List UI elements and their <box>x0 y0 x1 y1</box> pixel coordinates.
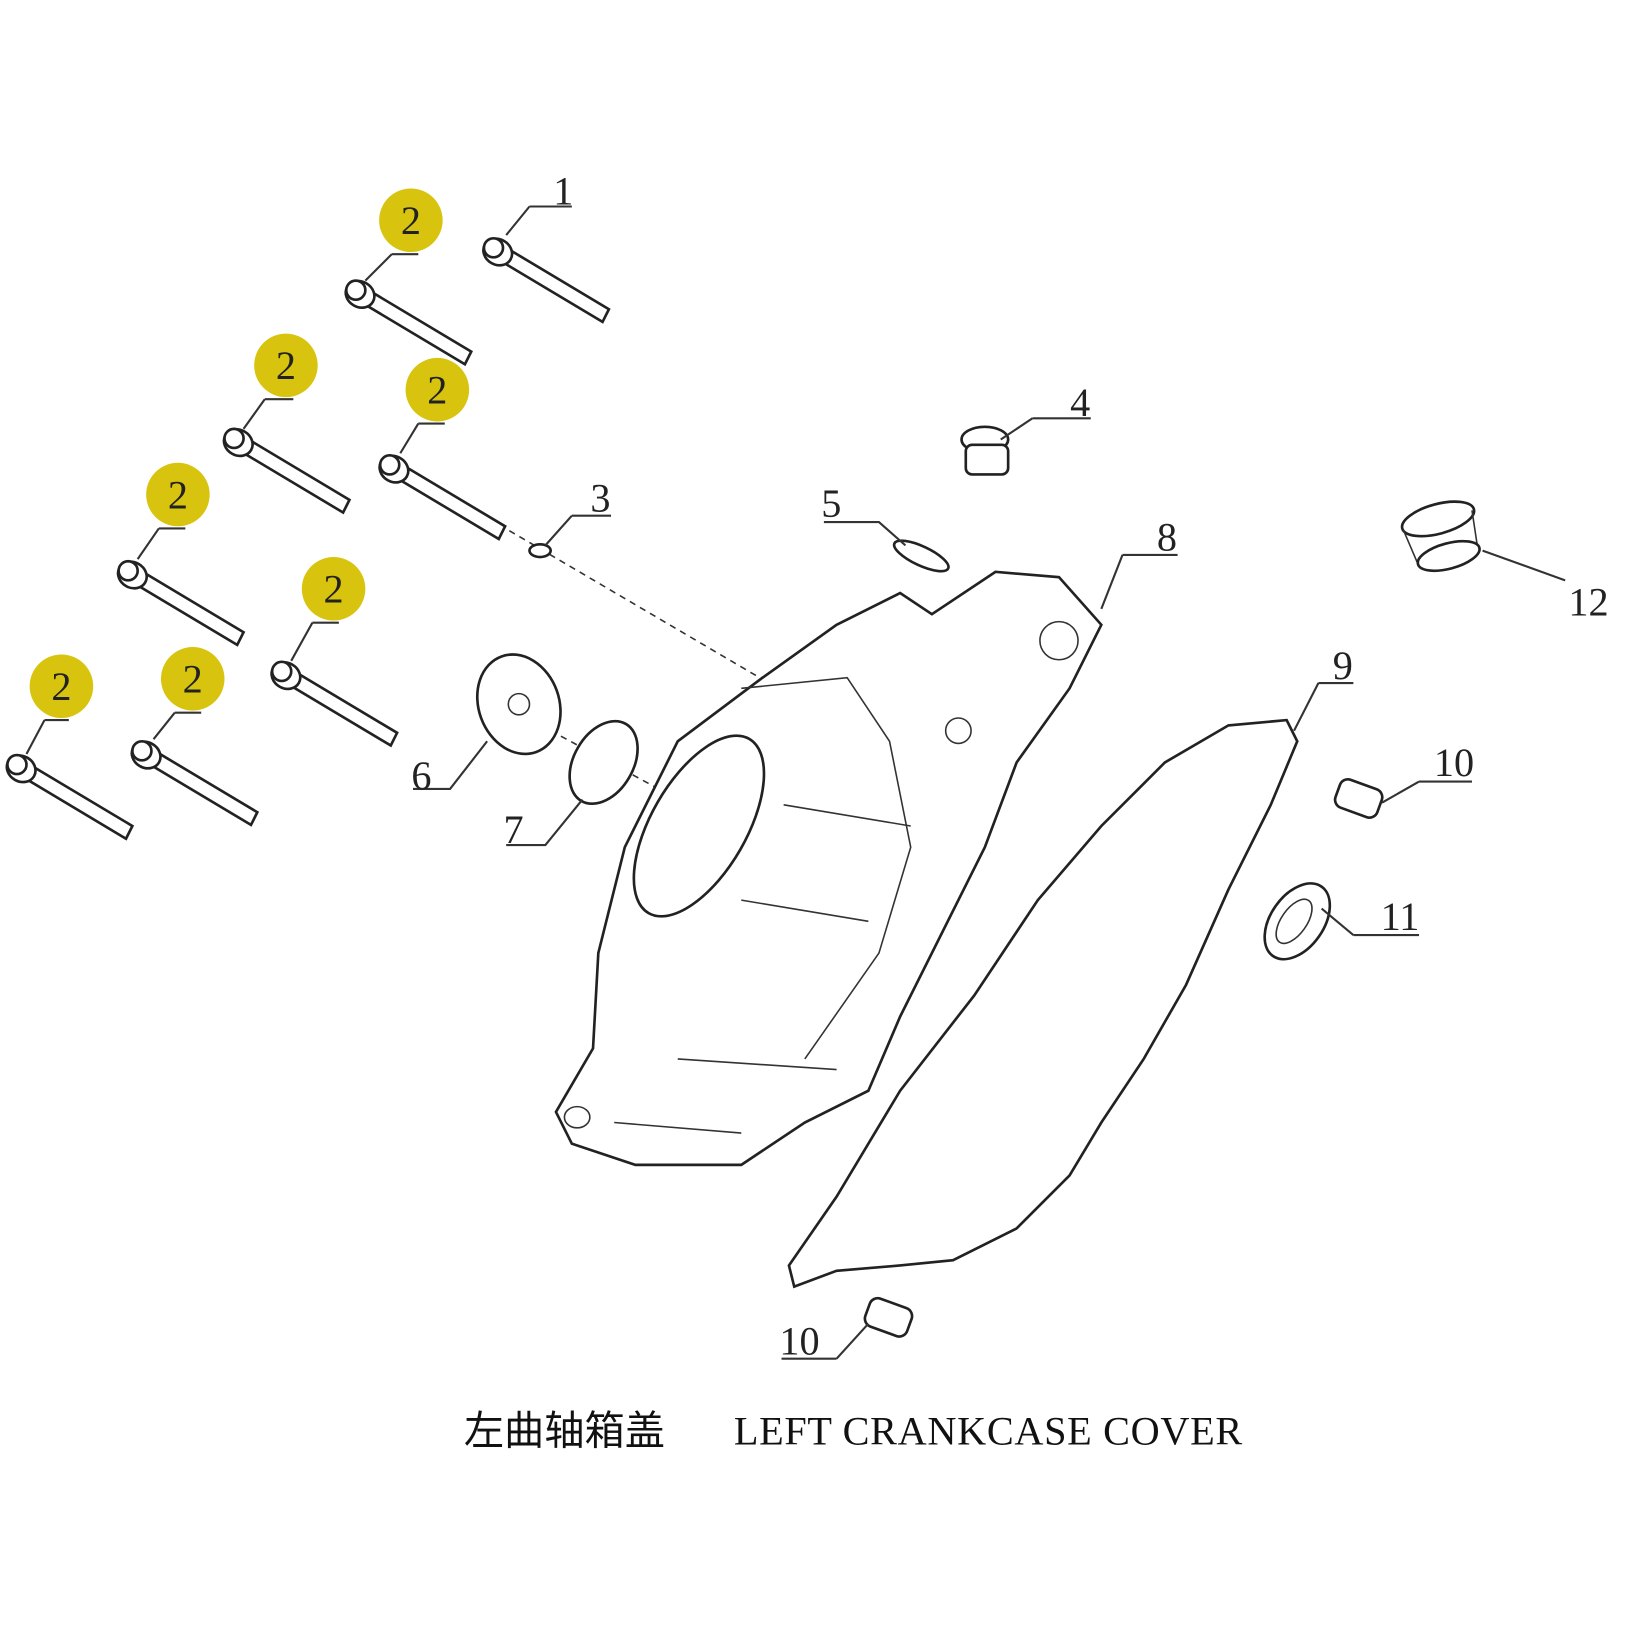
highlight-marker <box>146 462 210 527</box>
leader-line <box>544 514 612 547</box>
callout-number: 2 <box>427 367 447 412</box>
callout-number: 2 <box>168 472 188 517</box>
washer-part-3 <box>528 542 552 559</box>
dowel-part-10 <box>863 1296 914 1338</box>
flange-bolt-part-2 <box>378 454 507 541</box>
caption-english: LEFT CRANKCASE COVER <box>734 1408 1242 1453</box>
leader-line <box>1000 417 1091 441</box>
callout-c8: 8 <box>1100 515 1178 610</box>
highlight-marker <box>301 557 366 621</box>
callout-c2e: 2 <box>290 557 366 662</box>
callout-c4: 4 <box>1000 380 1091 441</box>
leader-line <box>1100 553 1178 610</box>
leader-line <box>399 422 445 454</box>
callout-c11: 11 <box>1320 894 1420 939</box>
callout-number: 1 <box>553 168 573 213</box>
callout-number: 11 <box>1381 894 1420 939</box>
leader-line <box>781 1323 870 1360</box>
o-ring-part-5 <box>892 539 950 573</box>
callout-number: 7 <box>504 807 524 852</box>
flange-bolt-part-2 <box>270 660 399 748</box>
plug-part-4 <box>960 425 1010 476</box>
callout-number: 10 <box>1434 740 1474 785</box>
callout-number: 2 <box>324 567 344 612</box>
callout-c7: 7 <box>504 798 584 852</box>
leader-line <box>1482 549 1566 582</box>
callout-c3: 3 <box>544 475 612 547</box>
leader-line <box>25 719 69 755</box>
leader-line <box>152 711 202 740</box>
parts-layer <box>5 236 1481 1338</box>
callout-number: 9 <box>1333 643 1353 688</box>
flange-bolt-part-2 <box>344 279 473 367</box>
callout-number: 10 <box>779 1318 819 1363</box>
highlight-marker <box>379 188 443 253</box>
callout-c2a: 2 <box>364 188 443 282</box>
highlight-marker <box>160 647 225 711</box>
callout-number: 12 <box>1568 579 1608 624</box>
cap-part-6 <box>475 653 562 756</box>
callout-c2g: 2 <box>152 647 225 740</box>
callout-number: 8 <box>1157 515 1177 560</box>
callout-number: 3 <box>590 475 610 520</box>
highlight-marker <box>405 357 470 422</box>
crankcase-cover-part-8 <box>554 570 1103 1167</box>
leader-line <box>1293 681 1354 732</box>
leader-line <box>413 740 488 790</box>
caption-chinese: 左曲轴箱盖 <box>464 1408 665 1453</box>
callout-c2d: 2 <box>136 462 210 560</box>
flange-bolt-part-2 <box>222 427 352 515</box>
flange-bolt-part-1 <box>482 236 611 324</box>
bushing-part-12 <box>1400 500 1481 573</box>
callout-number: 4 <box>1070 380 1090 425</box>
leader-line <box>1381 780 1472 804</box>
callout-c2b: 2 <box>242 333 318 430</box>
flange-bolt-part-2 <box>5 753 135 841</box>
gasket-part-9 <box>787 718 1299 1289</box>
leader-line <box>823 521 907 547</box>
leader-line <box>242 398 294 430</box>
callout-c2f: 2 <box>25 654 94 755</box>
highlight-marker <box>254 333 318 398</box>
dowel-part-10 <box>1333 777 1384 819</box>
callout-number: 2 <box>401 198 421 243</box>
flange-bolt-part-2 <box>130 739 260 827</box>
leader-line <box>290 621 339 662</box>
leader-line <box>505 205 572 236</box>
leader-line <box>136 527 186 560</box>
callout-number: 2 <box>183 657 203 702</box>
callout-c5: 5 <box>821 481 907 547</box>
callout-c12: 12 <box>1482 549 1609 624</box>
o-ring-part-7 <box>568 719 639 806</box>
callout-c10b: 10 <box>779 1318 870 1363</box>
callout-c1: 1 <box>505 168 573 236</box>
leader-line <box>364 253 419 282</box>
callout-number: 5 <box>821 481 841 526</box>
oil-seal-part-11 <box>1263 882 1332 961</box>
leader-line <box>1320 907 1420 937</box>
callout-number: 2 <box>51 664 71 709</box>
flange-bolt-part-2 <box>116 559 246 647</box>
callout-c2c: 2 <box>399 357 470 454</box>
callout-number: 2 <box>276 343 296 388</box>
callout-c9: 9 <box>1293 643 1354 732</box>
callout-number: 6 <box>411 753 431 798</box>
callout-c10a: 10 <box>1381 740 1474 804</box>
callout-c6: 6 <box>411 740 488 798</box>
leader-line <box>506 798 584 847</box>
highlight-marker <box>29 654 94 718</box>
